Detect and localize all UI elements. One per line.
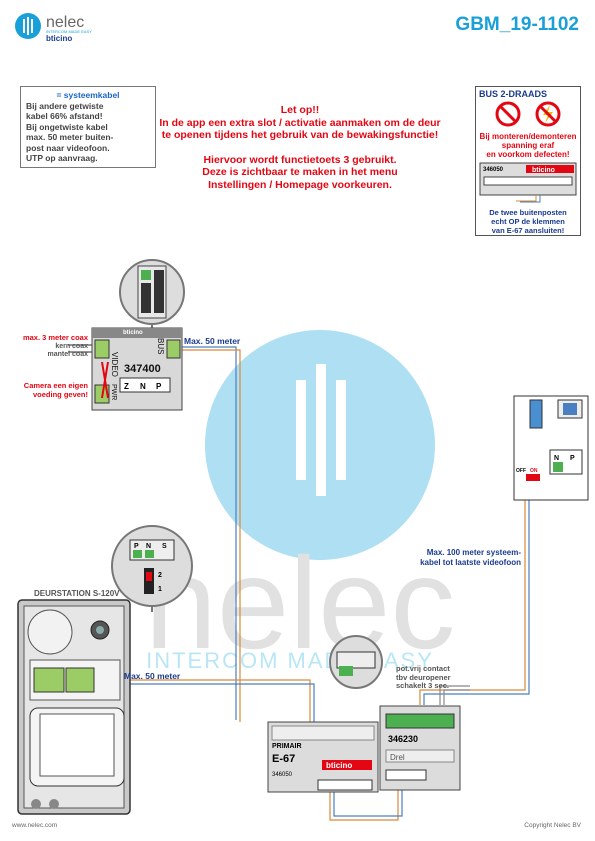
- bus-footer-line: De twee buitenposten: [489, 208, 567, 217]
- module-347400: bticino 347400 VIDEO BUS PWR Z N P: [91, 327, 183, 411]
- e67-code: 346050: [272, 772, 293, 778]
- term-p: P: [156, 382, 162, 391]
- door-station: [17, 599, 131, 815]
- warning-line: Hiervoor wordt functietoets 3 gebruikt.: [203, 153, 397, 166]
- warning-line: In de app een extra slot / activatie aan…: [159, 116, 441, 129]
- module-e67: PRIMAIR E-67 346050 bticino: [267, 721, 379, 793]
- label-coax-max: max. 3 meter coax: [22, 333, 88, 342]
- label-max50-a: Max. 50 meter: [184, 336, 241, 346]
- contact-note-line: schakelt 3 sec.: [396, 681, 449, 690]
- monitor-area: N P OFF ON: [513, 395, 589, 501]
- label-deurstation: DEURSTATION S-120V: [34, 589, 120, 598]
- note-left-line: max. 50 meter buiten-: [26, 132, 114, 142]
- contact-note-line: tbv deuropener: [396, 672, 451, 682]
- term-n: N: [140, 382, 146, 391]
- note-left-line: kabel 66% afstand!: [26, 111, 103, 121]
- code-347400: 347400: [124, 363, 161, 375]
- footer-url: www.nelec.com: [12, 822, 58, 829]
- warning-app-slot: Let op!! In de app een extra slot / acti…: [140, 104, 460, 191]
- switch-term-n: N: [146, 543, 151, 550]
- bus-footer-line: echt OP de klemmen: [491, 217, 565, 226]
- switch-term-p: P: [134, 543, 139, 550]
- e67-name: E-67: [272, 753, 295, 765]
- switch-off-label: OFF: [516, 468, 526, 474]
- module-346230: 346230 Drel: [379, 705, 461, 791]
- bus-2-draads-box: BUS 2-DRAADS Bij monteren/demonteren spa…: [475, 86, 581, 236]
- logo-mark: nelec INTERCOM MADE EASY bticino: [15, 13, 92, 43]
- zoom-switch: P N S 2 1: [111, 525, 193, 612]
- bus-module-brand: bticino: [532, 167, 555, 174]
- note-systeemkabel: = systeemkabel Bij andere getwiste kabel…: [20, 86, 156, 168]
- bus-warning-line: Bij monteren/demonteren: [479, 132, 577, 141]
- watermark-sub: INTERCOM MADE EASY: [146, 648, 434, 673]
- warning-spacer: [140, 142, 460, 154]
- zoom-terminals-347400: [119, 259, 185, 332]
- bus-warning-line: en voorkom defecten!: [486, 150, 570, 159]
- nelec-logo: nelec INTERCOM MADE EASY bticino: [14, 12, 144, 49]
- monitor-note: Max. 100 meter systeem- kabel tot laatst…: [376, 548, 521, 568]
- brand-347400: bticino: [123, 330, 143, 336]
- label-kern-coax: kern coax: [55, 343, 88, 350]
- label-camera-power-2: voeding geven!: [32, 390, 88, 399]
- warning-line: Instellingen / Homepage voorkeuren.: [208, 178, 392, 191]
- switch-pos-2: 2: [158, 572, 162, 579]
- warning-line: Let op!!: [280, 104, 320, 116]
- monitor-term-n: N: [554, 455, 559, 462]
- warning-line: Deze is zichtbaar te maken in het menu: [202, 166, 398, 178]
- switch-on-label: ON: [530, 468, 538, 474]
- warning-line: te openen tijdens het gebruik van de bew…: [161, 129, 439, 141]
- logo-text: nelec: [46, 14, 84, 31]
- monitor-note-line: kabel tot laatste videofoon: [420, 558, 521, 567]
- label-mantel-coax: mantel coax: [47, 351, 88, 358]
- watermark-text: nelec: [145, 530, 456, 676]
- monitor-term-p: P: [570, 455, 575, 462]
- label-camera-power-1: Camera een eigen: [23, 381, 88, 390]
- term-z: Z: [124, 382, 129, 391]
- note-left-line: Bij andere getwiste: [26, 100, 104, 111]
- video-label: VIDEO: [110, 352, 119, 377]
- note-left-line: post naar videofoon.: [26, 142, 110, 153]
- bus-module-illustration: 346050 bticino: [479, 162, 577, 203]
- switch-pos-1: 1: [158, 586, 162, 593]
- logo-partner: bticino: [46, 34, 72, 43]
- warning-icons: [495, 101, 561, 127]
- relay-label: Drel: [390, 753, 405, 762]
- bus-label: BUS: [156, 338, 165, 354]
- page-title: GBM_19-1102: [455, 14, 579, 35]
- zoom-relay-terminals: [329, 635, 383, 689]
- switch-term-s: S: [162, 543, 167, 550]
- e67-brand: bticino: [326, 761, 352, 770]
- e67-primair: PRIMAIR: [272, 743, 302, 750]
- bus-footer-line: van E-67 aansluiten!: [491, 226, 565, 235]
- bus-module-code: 346050: [483, 167, 504, 173]
- bus-title: BUS 2-DRAADS: [479, 89, 548, 99]
- monitor-note-line: Max. 100 meter systeem-: [426, 548, 521, 557]
- contact-note: pot.vrij contact tbv deuropener schakelt…: [396, 664, 451, 691]
- note-left-line: Bij ongetwiste kabel: [26, 121, 108, 132]
- note-left-line: UTP op aanvraag.: [26, 153, 98, 163]
- logo-sub: INTERCOM MADE EASY: [46, 29, 92, 34]
- pwr-label: PWR: [110, 384, 117, 400]
- bus-warning-line: spanning eraf: [501, 141, 555, 150]
- label-max50-b: Max. 50 meter: [124, 671, 181, 681]
- relay-code: 346230: [388, 734, 418, 744]
- note-left-head: = systeemkabel: [56, 90, 120, 100]
- watermark: nelec INTERCOM MADE EASY: [145, 330, 456, 676]
- contact-note-line: pot.vrij contact: [396, 664, 450, 673]
- footer-copyright: Copyright Nelec BV: [524, 822, 581, 829]
